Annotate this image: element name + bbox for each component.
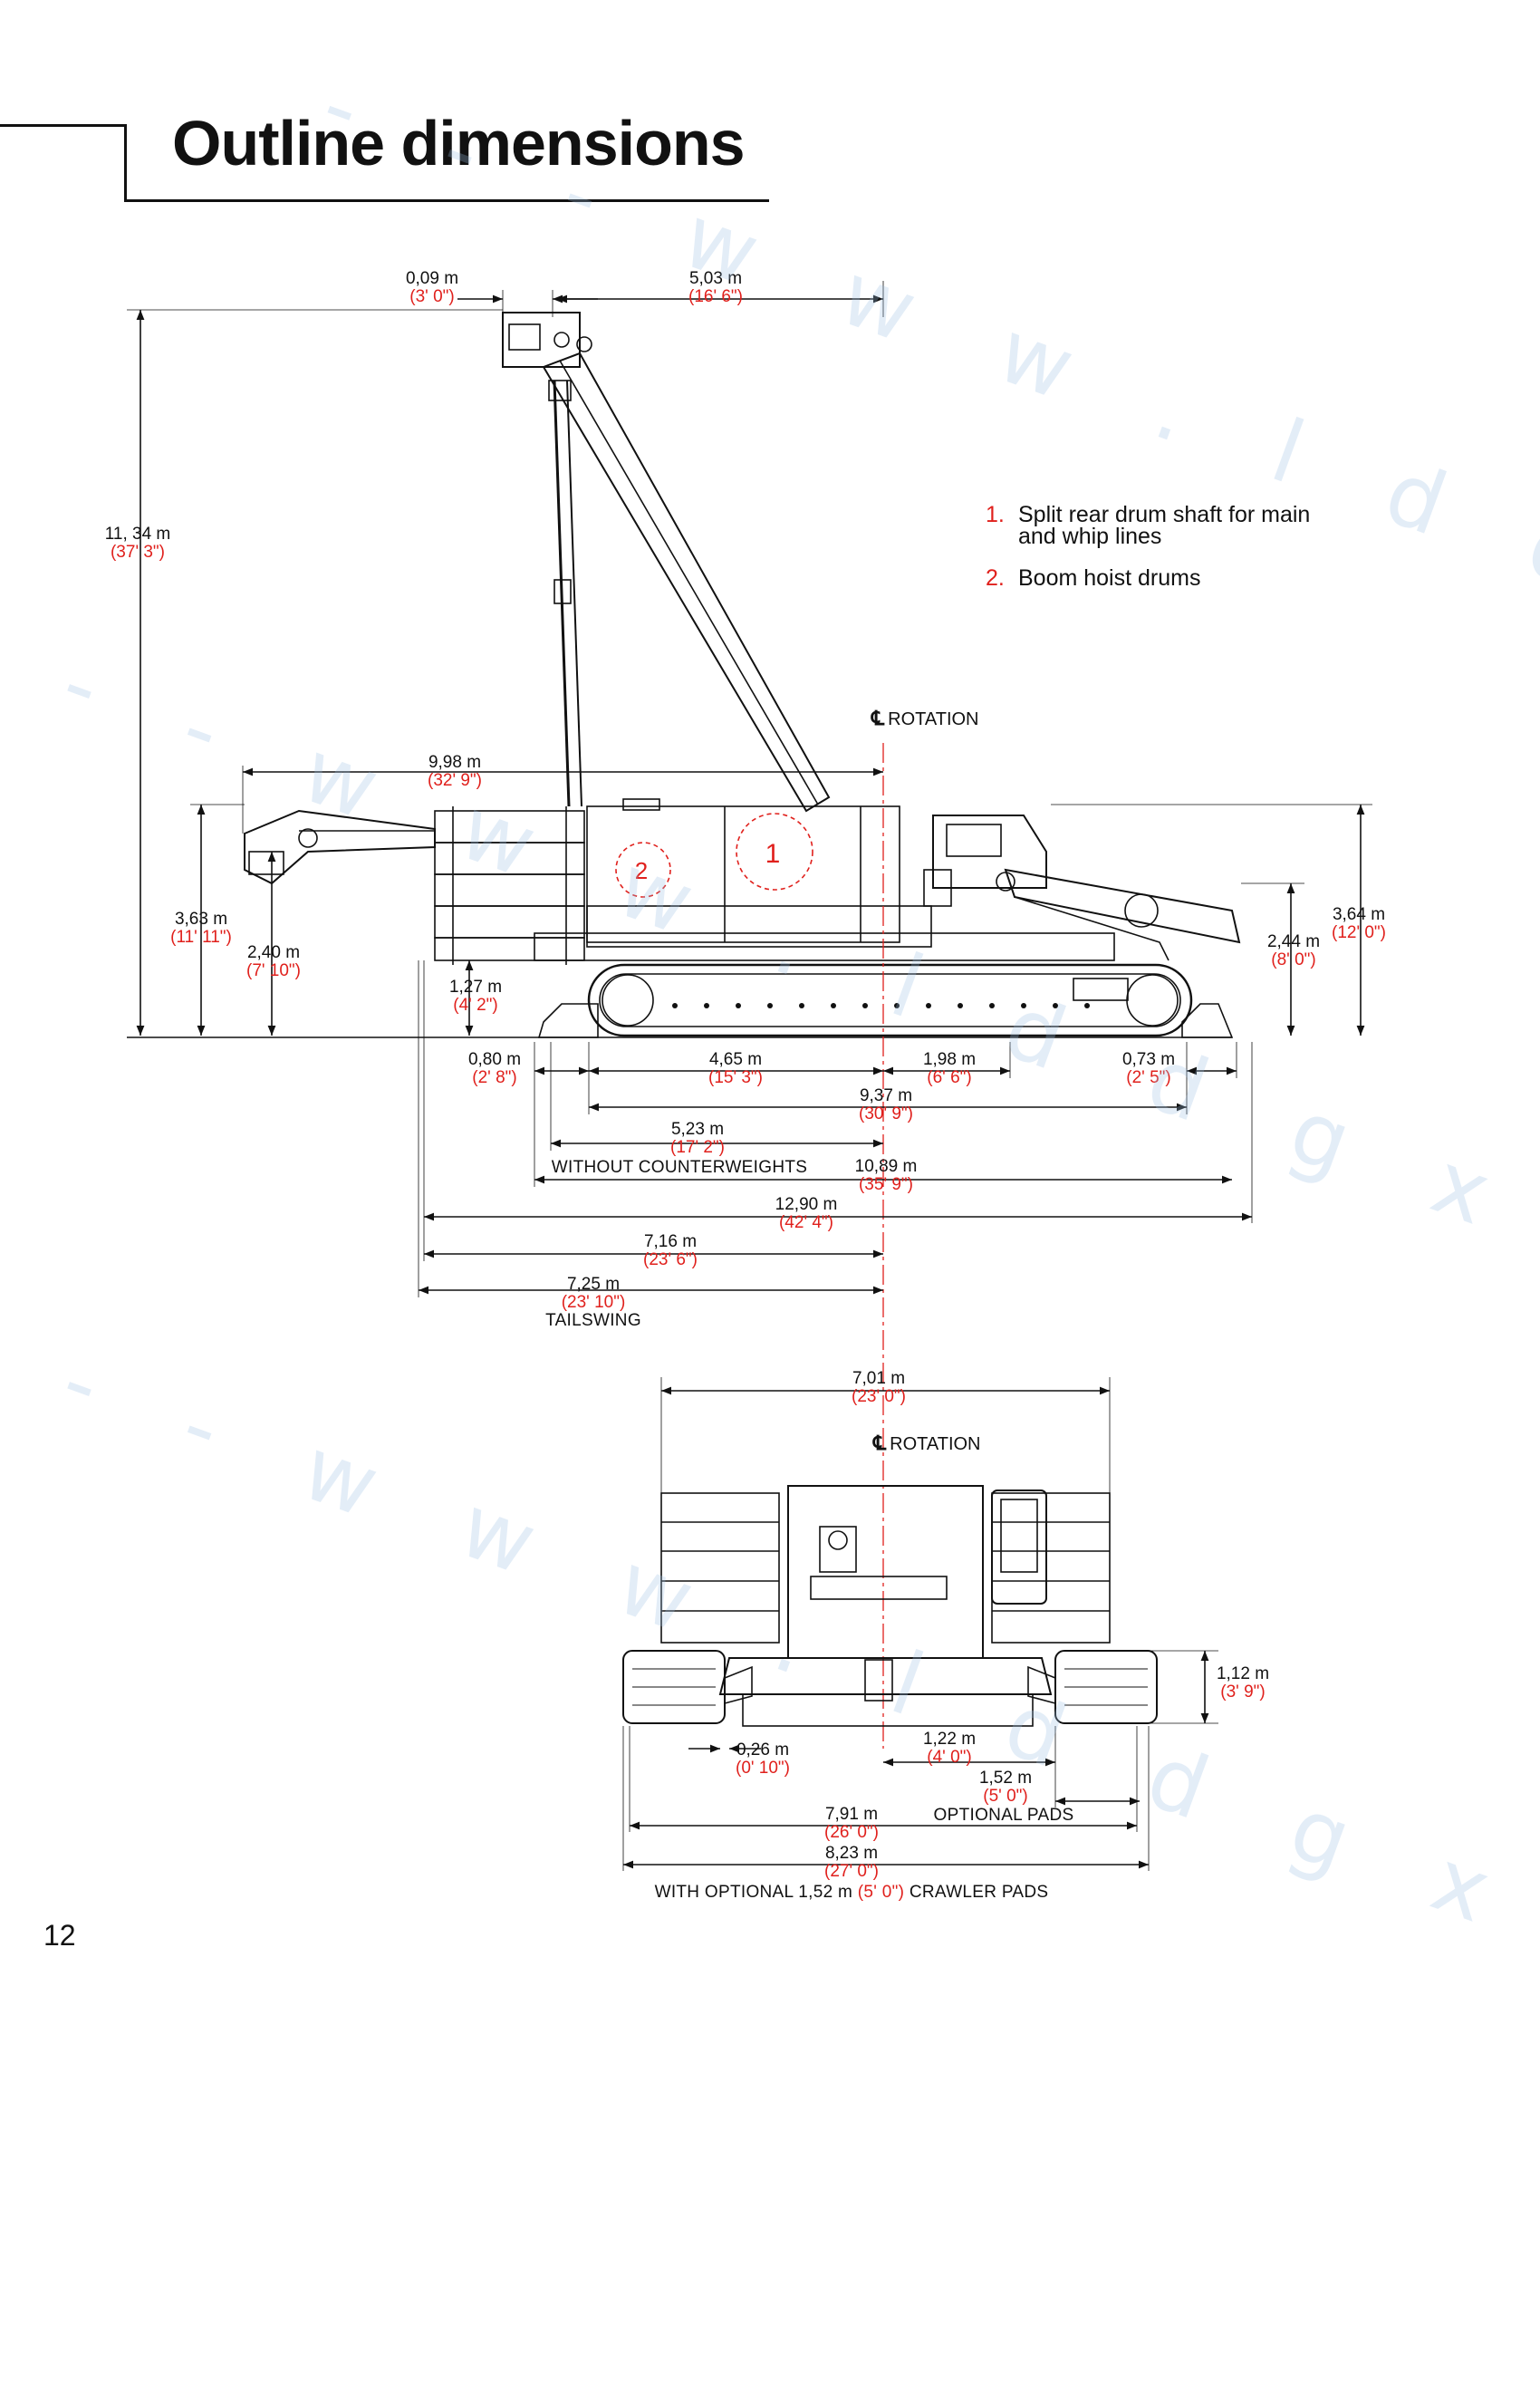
crawler-side-view <box>537 963 1234 1038</box>
rotation-label-side: ℄ROTATION <box>871 707 979 730</box>
dim-0-26: 0,26 m(0' 10") <box>735 1740 791 1778</box>
legend-item-1: 1. Split rear drum shaft for main and wh… <box>986 502 1348 549</box>
dim-7-01: 7,01 m(23' 0") <box>851 1369 907 1406</box>
dim-2-40: 2,40 m(7' 10") <box>245 943 302 980</box>
dim-9-37: 9,37 m(30' 9") <box>858 1086 914 1123</box>
dim-1-12: 1,12 m(3' 9") <box>1216 1664 1270 1702</box>
counterweight-stack <box>434 806 585 965</box>
marker-2-circle <box>615 842 671 898</box>
dim-2-44: 2,44 m(8' 0") <box>1266 932 1321 969</box>
note-tailswing: TAILSWING <box>545 1311 641 1330</box>
page-title: Outline dimensions <box>172 108 746 178</box>
vertical-dimension-lines <box>127 309 1372 1036</box>
dim-0-09: 0,09 m(3' 0") <box>405 269 459 306</box>
note-with-optional-crawler-pads: WITH OPTIONAL 1,52 m (5' 0") CRAWLER PAD… <box>654 1883 1049 1902</box>
legend: 1. Split rear drum shaft for main and wh… <box>986 504 1348 609</box>
dim-4-65: 4,65 m(15' 3") <box>707 1050 764 1087</box>
dim-8-23: 8,23 m(27' 0") <box>823 1844 880 1881</box>
legend-number: 2. <box>986 565 1005 591</box>
dim-0-80: 0,80 m(2' 8") <box>467 1050 522 1087</box>
dim-11-34: 11, 34 m(37' 3") <box>104 525 171 562</box>
upper-works-side-view <box>534 798 1241 961</box>
dim-5-23: 5,23 m(17' 2") <box>669 1120 726 1157</box>
rear-view <box>622 1485 1158 1727</box>
dim-10-89: 10,89 m(35' 9") <box>854 1157 918 1194</box>
rotation-text: ROTATION <box>888 709 979 729</box>
note-optional-pads: OPTIONAL PADS <box>933 1806 1074 1825</box>
dim-12-90: 12,90 m(42' 4") <box>775 1195 838 1232</box>
dim-1-52: 1,52 m(5' 0") <box>978 1769 1033 1806</box>
marker-1-circle <box>736 813 813 891</box>
dim-0-73: 0,73 m(2' 5") <box>1121 1050 1176 1087</box>
legend-item-2: 2. Boom hoist drums <box>986 565 1348 591</box>
centerline-icon: ℄ <box>873 1432 887 1454</box>
outline-drawing: 1 2 <box>127 281 1372 1871</box>
top-dimension-lines <box>242 281 884 834</box>
dim-7-91: 7,91 m(26' 0") <box>823 1805 880 1842</box>
legend-text: Split rear drum shaft for main and whip … <box>1018 502 1311 549</box>
dim-5-03: 5,03 m(16' 6") <box>688 269 744 306</box>
dim-7-25: 7,25 m(23' 10") <box>561 1275 626 1312</box>
rear-attachment <box>244 809 436 885</box>
rotation-text: ROTATION <box>890 1434 981 1454</box>
bottom-dimension-lines <box>418 960 1253 1297</box>
boom-side-view <box>502 312 831 813</box>
header-underline <box>124 199 769 202</box>
header-frame <box>0 124 127 202</box>
dim-1-27: 1,27 m(4' 2") <box>448 978 503 1015</box>
legend-number: 1. <box>986 502 1005 527</box>
dim-1-98: 1,98 m(6' 6") <box>922 1050 977 1087</box>
dim-3-64: 3,64 m(12' 0") <box>1331 905 1387 942</box>
marker-2-label: 2 <box>635 857 648 884</box>
page-number: 12 <box>43 1919 76 1952</box>
legend-text: Boom hoist drums <box>1018 565 1201 591</box>
marker-1-label: 1 <box>765 839 781 869</box>
dim-7-16: 7,16 m(23' 6") <box>642 1232 698 1269</box>
dim-3-63: 3,63 m(11' 11") <box>170 910 232 947</box>
note-without-counterweights: WITHOUT COUNTERWEIGHTS <box>551 1158 808 1177</box>
centerline-icon: ℄ <box>871 707 885 729</box>
dim-1-22: 1,22 m(4' 0") <box>922 1730 977 1767</box>
dim-9-98: 9,98 m(32' 9") <box>427 753 483 790</box>
rotation-label-rear: ℄ROTATION <box>873 1432 981 1455</box>
rear-dimension-lines <box>622 1377 1218 1871</box>
